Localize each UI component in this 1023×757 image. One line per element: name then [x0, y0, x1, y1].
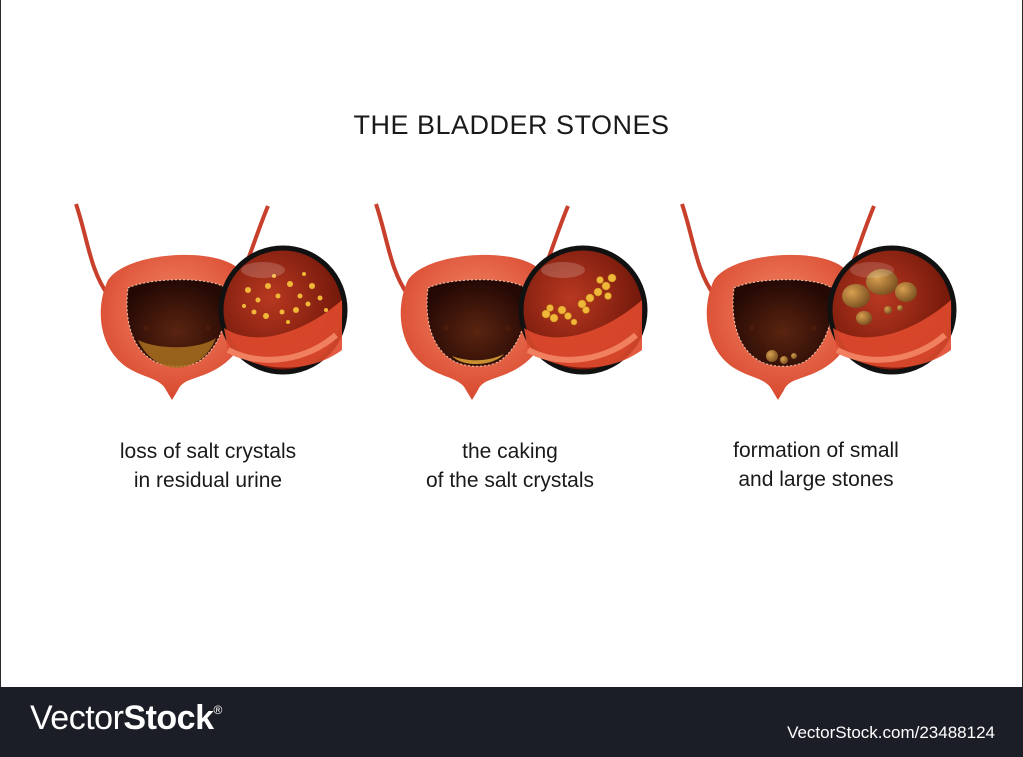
- caption-line: loss of salt crystals: [119, 440, 297, 463]
- stage-1-illustration: [68, 200, 388, 420]
- watermark-footer: VectorStock® VectorStock.com/23488124: [0, 687, 1023, 757]
- caption-line: the caking: [462, 440, 558, 463]
- caption-line: of the salt crystals: [425, 469, 595, 492]
- caption-line: and large stones: [738, 468, 894, 491]
- vectorstock-logo: VectorStock®: [30, 699, 222, 738]
- caption-line: in residual urine: [133, 469, 283, 492]
- caption-line: formation of small: [733, 439, 899, 462]
- stage-3-illustration: [674, 200, 994, 420]
- stage-3-caption: formation of small and large stones: [676, 436, 956, 494]
- image-id: VectorStock.com/23488124: [787, 723, 995, 742]
- registered-mark: ®: [213, 703, 222, 717]
- diagram-title: THE BLADDER STONES: [353, 110, 670, 140]
- stage-2-illustration: [368, 200, 688, 420]
- logo-text-part1: Vector: [30, 699, 124, 737]
- stage-2-caption: the caking of the salt crystals: [370, 437, 650, 495]
- stage-1-caption: loss of salt crystals in residual urine: [68, 437, 348, 495]
- logo-text-part2: Stock: [123, 699, 214, 737]
